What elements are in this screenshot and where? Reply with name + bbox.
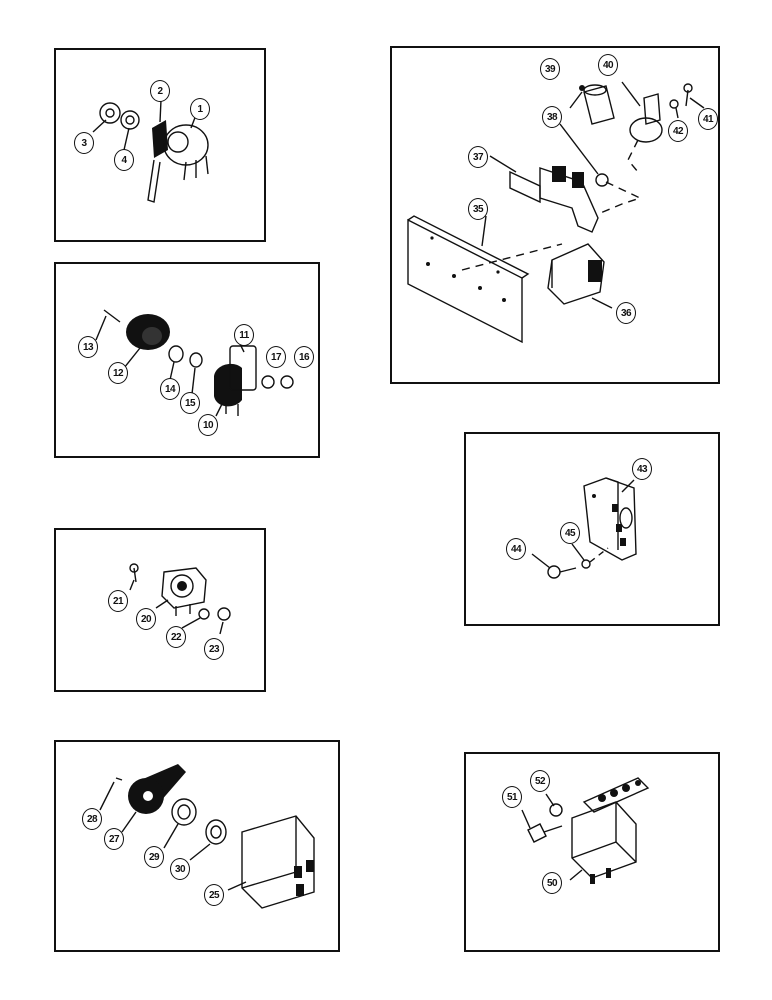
- callout-22: 22: [166, 626, 186, 648]
- rotary-switch-drawing: [95, 309, 294, 417]
- small-switch-drawing: [129, 563, 231, 635]
- panel-rotary-switch: 10 11 12 13 14 15 16 17: [54, 262, 320, 458]
- panel-small-switch: 20 21 22 23: [54, 528, 266, 692]
- callout-17: 17: [266, 346, 286, 368]
- callout-37: 37: [468, 146, 488, 168]
- callout-45: 45: [560, 522, 580, 544]
- callout-11: 11: [234, 324, 254, 346]
- callout-13: 13: [78, 336, 98, 358]
- callout-35: 35: [468, 198, 488, 220]
- callout-4: 4: [114, 149, 134, 171]
- relay-drawing: [521, 777, 650, 884]
- callout-23: 23: [204, 638, 224, 660]
- callout-15: 15: [180, 392, 200, 414]
- callout-52: 52: [530, 770, 550, 792]
- panel-relay: 50 51 52: [464, 752, 720, 952]
- callout-36: 36: [616, 302, 636, 324]
- callout-3: 3: [74, 132, 94, 154]
- knob-relay-drawing: [99, 764, 315, 909]
- callout-40: 40: [598, 54, 618, 76]
- bracket-assembly-drawing: [407, 81, 705, 344]
- callout-1: 1: [190, 98, 210, 120]
- callout-28: 28: [82, 808, 102, 830]
- callout-2: 2: [150, 80, 170, 102]
- callout-41: 41: [698, 108, 718, 130]
- panel-flasher-unit: 43 44 45: [464, 432, 720, 626]
- panel-knob-relay: 25 27 28 29 30: [54, 740, 340, 952]
- panel-ignition-switch: 1 2 3 4: [54, 48, 266, 242]
- callout-44: 44: [506, 538, 526, 560]
- callout-39: 39: [540, 58, 560, 80]
- callout-27: 27: [104, 828, 124, 850]
- callout-10: 10: [198, 414, 218, 436]
- panel-bracket-assembly: 35 36 37 38 39 40 41 42: [390, 46, 720, 384]
- callout-51: 51: [502, 786, 522, 808]
- callout-14: 14: [160, 378, 180, 400]
- callout-29: 29: [144, 846, 164, 868]
- callout-42: 42: [668, 120, 688, 142]
- callout-38: 38: [542, 106, 562, 128]
- callout-25: 25: [204, 884, 224, 906]
- callout-21: 21: [108, 590, 128, 612]
- callout-43: 43: [632, 458, 652, 480]
- callout-50: 50: [542, 872, 562, 894]
- ignition-switch-drawing: [92, 99, 209, 203]
- callout-12: 12: [108, 362, 128, 384]
- callout-20: 20: [136, 608, 156, 630]
- callout-30: 30: [170, 858, 190, 880]
- callout-16: 16: [294, 346, 314, 368]
- flasher-unit-drawing: [531, 477, 637, 579]
